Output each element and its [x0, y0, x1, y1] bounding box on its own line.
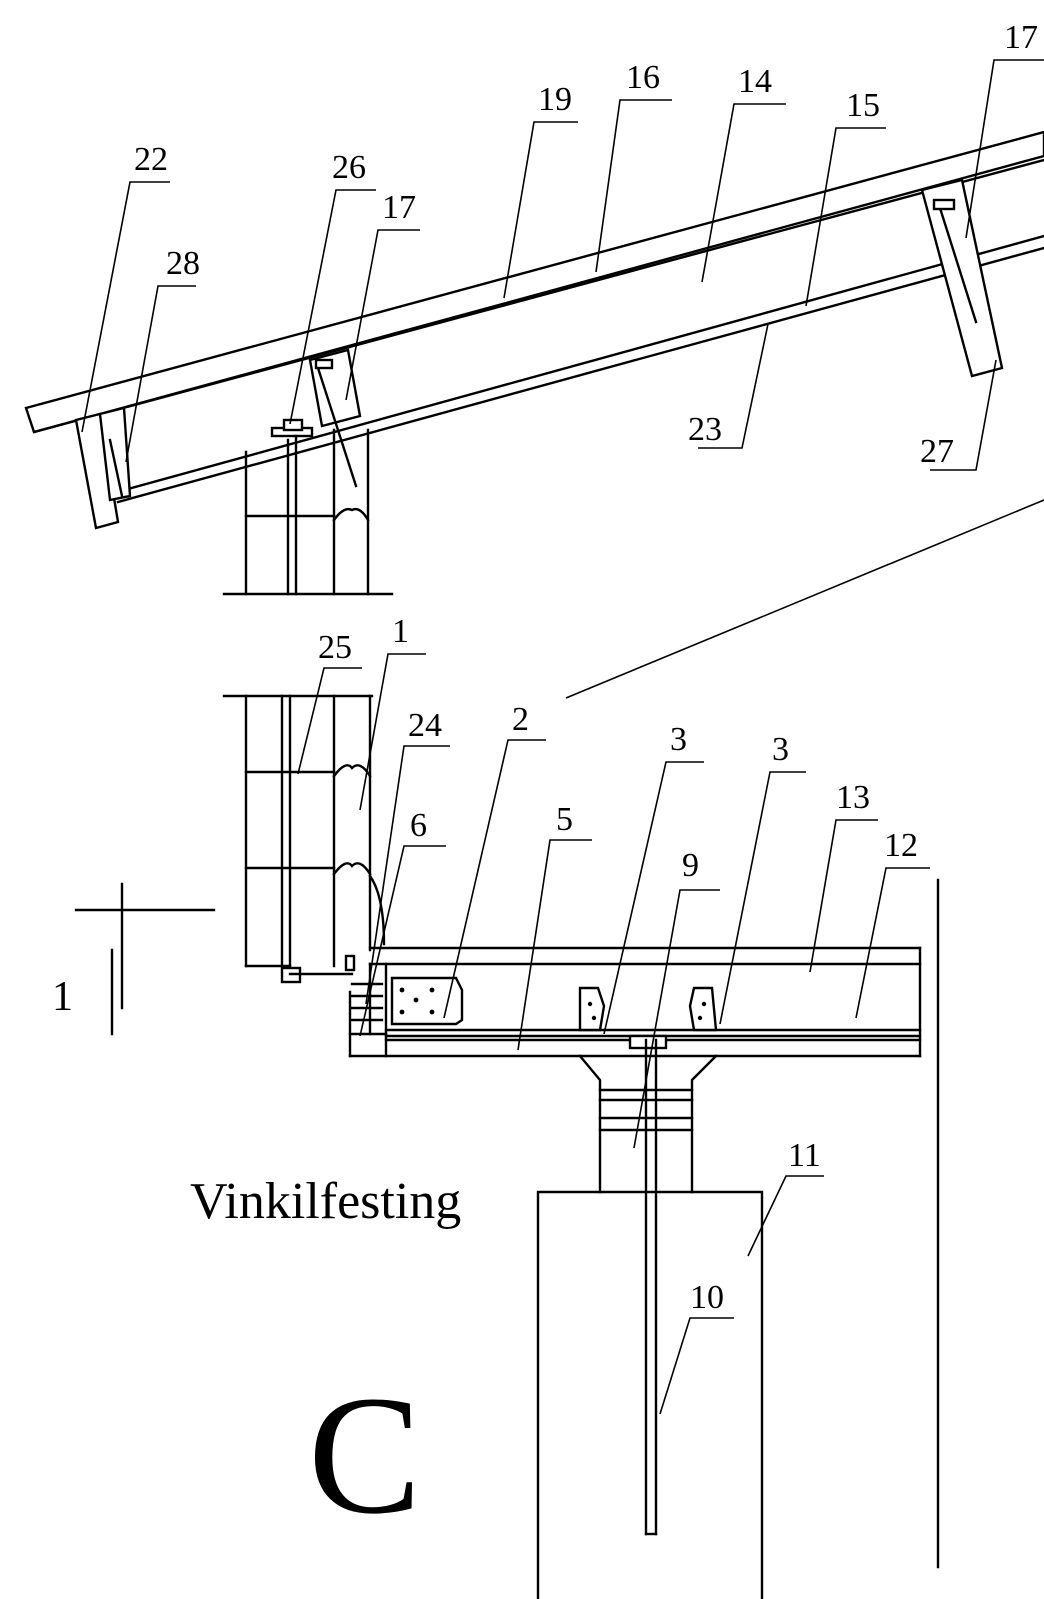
label-12: 12: [884, 827, 918, 864]
column-9-left: [578, 1054, 602, 1194]
rafter-bottom-line: [108, 234, 1044, 496]
label-28: 28: [166, 245, 200, 282]
drawing-caption: Vinkilfesting: [190, 1173, 461, 1230]
upper-wall-stub: [222, 428, 394, 596]
screw-head-right: [932, 198, 956, 211]
end-block-28: [98, 406, 132, 502]
nut-26: [282, 418, 304, 432]
label-14: 14: [738, 63, 772, 100]
label-5: 5: [556, 801, 573, 838]
label-2: 2: [512, 701, 529, 738]
leader-15: [805, 127, 886, 307]
label-11: 11: [788, 1137, 821, 1174]
label-19: 19: [538, 81, 572, 118]
leader-11: [747, 1175, 824, 1257]
section-marker: 1: [52, 882, 216, 1036]
leader-1: [359, 653, 426, 811]
leader-19: [503, 121, 578, 299]
leader-10: [659, 1317, 734, 1415]
rod-tip: [344, 954, 356, 972]
leader-3b: [719, 771, 806, 1025]
label-9: 9: [682, 847, 699, 884]
labels: 22 28 26 17 19 16 14 15 17 23 27 25 1 24…: [134, 19, 1038, 1316]
label-27: 27: [920, 433, 954, 470]
label-6: 6: [410, 807, 427, 844]
label-22: 22: [134, 141, 168, 178]
fascia-block-left: [74, 412, 120, 530]
bracket-3-hole: [701, 1001, 707, 1007]
leader-14: [701, 103, 786, 283]
leaders: [81, 59, 1044, 1415]
leader-23: [698, 323, 769, 449]
leader-17b: [965, 59, 1044, 239]
screw-head-17: [314, 358, 334, 370]
label-13: 13: [836, 779, 870, 816]
leader-16: [595, 99, 672, 273]
column-nut: [628, 1034, 668, 1050]
rafter-screw-right: [938, 206, 978, 324]
angle-bracket-3-left: [578, 986, 606, 1032]
bracket-2-hole: [413, 997, 419, 1003]
label-24: 24: [408, 707, 442, 744]
bracket-2-hole: [429, 987, 435, 993]
leader-26: [289, 189, 376, 425]
label-26: 26: [332, 149, 366, 186]
leader-27: [930, 359, 997, 471]
label-16: 16: [626, 59, 660, 96]
leader-24: [365, 745, 450, 1005]
label-15: 15: [846, 87, 880, 124]
leader-25: [297, 667, 362, 775]
leader-6: [359, 845, 446, 1037]
rafter-screw-17: [316, 366, 358, 488]
label-3b: 3: [772, 731, 789, 768]
leader-13: [809, 819, 878, 973]
label-10: 10: [690, 1279, 724, 1316]
label-25: 25: [318, 629, 352, 666]
detail-pointer-line: [565, 499, 1044, 699]
view-letter: C: [308, 1361, 421, 1549]
label-1: 1: [392, 613, 409, 650]
leader-5: [517, 839, 592, 1051]
bracket-2-hole: [399, 1009, 405, 1015]
leader-22: [81, 181, 170, 433]
leader-12: [855, 867, 930, 1019]
label-17a: 17: [382, 189, 416, 226]
bracket-2-hole: [399, 987, 405, 993]
roof-top-board: [24, 130, 1044, 434]
leader-28: [125, 285, 196, 463]
label-23: 23: [688, 411, 722, 448]
bracket-3-hole: [587, 1001, 593, 1007]
rafter-top-line: [32, 158, 1044, 434]
bracket-2-hole: [429, 1009, 435, 1015]
leader-3a: [603, 761, 704, 1035]
bracket-3-hole: [591, 1015, 597, 1021]
roof-assembly: [24, 130, 1044, 530]
angle-bracket-3-right: [688, 986, 718, 1032]
end-block-screw: [108, 438, 124, 498]
column-9-right: [690, 1054, 718, 1194]
leader-9: [633, 889, 720, 1149]
lower-log-profile-1: [332, 764, 372, 778]
bracket-3-hole: [697, 1015, 703, 1021]
section-marker-label: 1: [52, 974, 73, 1020]
foundation-11: [536, 1190, 764, 1599]
upper-log-profile: [332, 507, 370, 522]
lower-wall: [222, 694, 386, 984]
leader-2: [443, 739, 546, 1019]
rafter-underside-line: [116, 246, 1044, 504]
leader-17a: [345, 229, 420, 401]
floor-assembly: [348, 878, 940, 1599]
label-3a: 3: [670, 721, 687, 758]
label-17b: 17: [1004, 19, 1038, 56]
lower-log-profile-2: [332, 862, 372, 876]
